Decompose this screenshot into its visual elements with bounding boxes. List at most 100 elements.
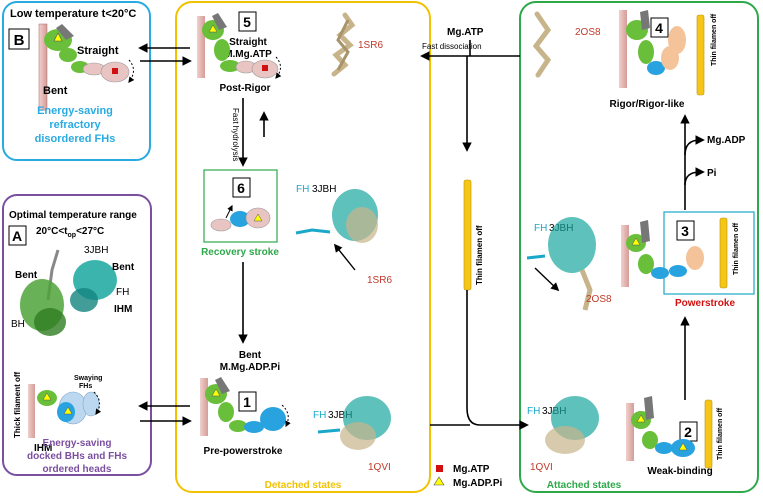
panel-b-title: Low temperature t<20°C (10, 8, 136, 20)
panel-a-letter-box (8, 225, 27, 246)
pdb-3jbh-mid: 3JBH (312, 184, 336, 195)
state2-neck (644, 396, 654, 420)
state4-thin (696, 14, 705, 96)
legend-mgadppi: Mg.ADP.Pi (453, 478, 502, 489)
state5-rot-arrow (275, 56, 282, 79)
state3-head (686, 246, 704, 270)
state1-actin (200, 378, 208, 436)
state1-num: 1 (243, 394, 251, 410)
state5-l1: Straight (229, 37, 267, 48)
panel-b-box (2, 1, 151, 161)
bh-triangle (42, 392, 52, 401)
att-pdb-1qvi: 1QVI (530, 462, 553, 473)
state6-box (203, 169, 278, 243)
fast-dissociation: Fast dissociation (422, 42, 482, 51)
pdb-1sr6-top: 1SR6 (358, 40, 383, 51)
panel-b-desc2: refractory (49, 119, 101, 131)
panel-a-ihm-top: IHM (114, 304, 132, 315)
pdb-3jbh-bottom: 3JBH (328, 410, 352, 421)
state4-label: Rigor/Rigor-like (609, 99, 684, 110)
adp-pi-triangle (53, 32, 63, 42)
neck (56, 24, 74, 40)
state1-head (260, 407, 286, 431)
middle-thin-off: Thin filamen off (475, 225, 484, 285)
state1-neck (215, 377, 230, 394)
state2-num: 2 (684, 424, 692, 440)
state1-l3: Pre-powerstroke (204, 446, 283, 457)
panel-a-desc1: Energy-saving (43, 438, 112, 449)
atp-square (112, 68, 118, 74)
att-fh-label-bottom: FH (527, 406, 540, 417)
detached-footer: Detached states (265, 480, 342, 491)
panel-a-letter: A (12, 228, 22, 244)
state4-num-box (650, 17, 669, 38)
att-fh-label: FH (534, 223, 547, 234)
state6-num: 6 (237, 180, 245, 196)
state1-l2: M.Mg.ADP.Pi (220, 362, 281, 373)
detached-box (175, 1, 431, 493)
state1-triangle (211, 388, 221, 397)
state3-num: 3 (681, 223, 689, 239)
state4-neck (640, 10, 650, 30)
state1-lc (244, 421, 264, 433)
mgadp-label: Mg.ADP (707, 135, 746, 146)
legend-atp-square (436, 465, 443, 472)
state6-arrow (225, 204, 233, 219)
pdb-1qvi: 1QVI (368, 462, 391, 473)
thick-filament (28, 384, 35, 438)
fast-hydrolysis: Fast hydrolysis (231, 108, 240, 161)
state6-lc (210, 218, 232, 232)
structure-2os8-mid (526, 217, 596, 311)
panel-a-thick-off: Thick filament off (13, 371, 22, 438)
structure-1sr6-top (331, 12, 356, 77)
state4-num: 4 (655, 20, 663, 36)
fh-blur (82, 391, 100, 417)
fh-label-bottom: FH (313, 410, 326, 421)
pdb-1sr6-mid: 1SR6 (367, 275, 392, 286)
state3-thin-off: Thin filamen off (733, 222, 740, 275)
state4-thin-off: Thin filamen off (711, 13, 718, 66)
state3-thin (719, 217, 728, 289)
state1-lever (218, 402, 234, 422)
rotation-arrow (128, 59, 135, 83)
thin-filament-middle (463, 179, 472, 291)
sway-arrow (93, 391, 102, 415)
state3-lc (669, 265, 687, 277)
attached-footer: Attached states (547, 480, 622, 491)
panel-a-bent-left: Bent (15, 270, 38, 281)
state2-thin-off: Thin filamen off (717, 407, 724, 460)
state3-actin (621, 225, 629, 287)
lever-domain (59, 48, 77, 62)
state1-l1: Bent (239, 350, 262, 361)
panel-a-temp: 20°C<top<27°C (36, 226, 104, 239)
arrow-mgadp (684, 135, 705, 156)
pi-label: Pi (707, 168, 717, 179)
state5-neck (212, 13, 227, 30)
temp-base: 20°C<t (36, 226, 68, 237)
panel-a-desc2: docked BHs and FHs (27, 451, 127, 462)
pdb-2os8-mid: 2OS8 (586, 294, 612, 305)
panel-a-ihm-bottom: IHM (34, 443, 52, 454)
state3-num-box (676, 220, 695, 241)
state2-thin (704, 399, 713, 469)
structure-2os8-top (532, 11, 552, 78)
state2-actin (626, 403, 634, 461)
state5-l3: Post-Rigor (219, 83, 270, 94)
state5-num: 5 (243, 14, 251, 30)
panel-a-fhs: FHs (79, 383, 92, 390)
state5-actin (197, 16, 205, 78)
state3-conv (651, 267, 669, 279)
panel-a-desc3: ordered heads (43, 464, 112, 475)
structure-3jbh-mid (295, 189, 378, 243)
ihm-structure (20, 249, 117, 336)
fh-label-mid: FH (296, 184, 309, 195)
structure-1qvi-attached (545, 396, 599, 454)
panel-b-desc1: Energy-saving (37, 105, 113, 117)
state2-conv (655, 442, 673, 454)
panel-a-bent-right: Bent (112, 262, 135, 273)
state4-converter (647, 61, 665, 75)
state5-lever (214, 39, 230, 61)
temp-sub: op (68, 232, 77, 239)
arrow-to-state2 (466, 290, 529, 430)
state2-triangle (636, 414, 646, 423)
